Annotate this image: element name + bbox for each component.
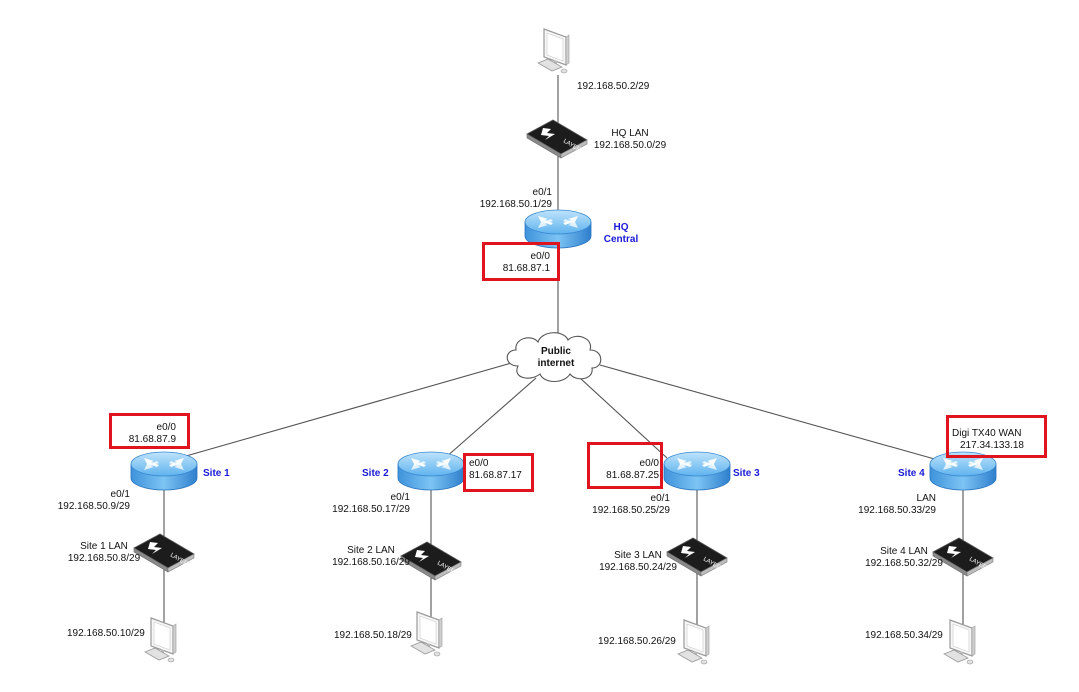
cloud-label-line2: internet bbox=[537, 358, 575, 369]
site2-wan-if: e0/0 bbox=[469, 458, 489, 469]
site1-lan-if: e0/1 bbox=[110, 489, 130, 500]
site2-switch-name: Site 2 LAN bbox=[347, 545, 395, 556]
site2-pc-ip: 192.168.50.18/29 bbox=[334, 630, 412, 641]
site2-lan-label: e0/1 192.168.50.17/29 bbox=[320, 492, 410, 516]
hq-pc-icon bbox=[537, 28, 570, 74]
hq-wan-highlight-box bbox=[482, 242, 560, 281]
site2-wan-label: e0/0 81.68.87.17 bbox=[469, 458, 522, 482]
site4-switch-name: Site 4 LAN bbox=[880, 546, 928, 557]
site1-wan-label: e0/0 81.68.87.9 bbox=[110, 422, 176, 446]
site1-switch-subnet: 192.168.50.8/29 bbox=[67, 553, 141, 564]
site1-router-icon bbox=[130, 451, 198, 491]
link-cloud-site1 bbox=[164, 361, 516, 463]
site2-router-icon bbox=[397, 451, 465, 491]
site2-wan-highlight-box bbox=[463, 453, 534, 492]
site2-pc-icon bbox=[410, 611, 443, 657]
hq-switch-subnet: 192.168.50.0/29 bbox=[593, 140, 667, 151]
cloud-label-line1: Public bbox=[540, 346, 571, 357]
site3-pc-icon bbox=[677, 619, 710, 665]
site1-switch-icon bbox=[133, 533, 195, 573]
site4-router-name: Site 4 bbox=[898, 468, 925, 479]
link-cloud-site4 bbox=[599, 364, 939, 461]
site1-switch-name: Site 1 LAN bbox=[80, 541, 128, 552]
site4-switch-subnet: 192.168.50.32/29 bbox=[865, 558, 943, 569]
cloud-label: Public internet bbox=[530, 346, 582, 370]
site4-wan-if: Digi TX40 WAN bbox=[952, 428, 1022, 439]
hq-router-name-line1: HQ bbox=[613, 222, 629, 233]
hq-router-wan-ip: 81.68.87.1 bbox=[502, 263, 550, 274]
hq-switch-label: HQ LAN 192.168.50.0/29 bbox=[590, 128, 670, 152]
hq-router-wan-if: e0/0 bbox=[530, 251, 550, 262]
site1-wan-if: e0/0 bbox=[156, 422, 176, 433]
site4-pc-icon bbox=[943, 619, 976, 665]
hq-router-lan-if: e0/1 bbox=[532, 187, 552, 198]
site1-wan-ip: 81.68.87.9 bbox=[128, 434, 176, 445]
hq-router-lan-label: e0/1 192.168.50.1/29 bbox=[474, 187, 552, 211]
site4-pc-ip: 192.168.50.34/29 bbox=[865, 630, 943, 641]
site3-lan-label: e0/1 192.168.50.25/29 bbox=[580, 493, 670, 517]
site4-wan-highlight-box bbox=[946, 415, 1047, 458]
site1-lan-label: e0/1 192.168.50.9/29 bbox=[40, 489, 130, 513]
link-cloud-site2 bbox=[444, 377, 537, 459]
site3-router-icon bbox=[663, 451, 731, 491]
site1-wan-highlight-box bbox=[109, 413, 190, 449]
hq-pc-ip: 192.168.50.2/29 bbox=[577, 81, 650, 92]
site3-wan-ip: 81.68.87.25 bbox=[606, 470, 659, 481]
site3-pc-ip: 192.168.50.26/29 bbox=[598, 636, 676, 647]
site2-switch-label: Site 2 LAN 192.168.50.16/29 bbox=[330, 545, 412, 569]
site3-wan-highlight-box bbox=[587, 442, 663, 489]
site1-pc-icon bbox=[144, 617, 177, 663]
hq-switch-icon bbox=[526, 119, 588, 159]
site2-switch-subnet: 192.168.50.16/29 bbox=[332, 557, 410, 568]
site2-router-name: Site 2 bbox=[362, 468, 389, 479]
site3-router-name: Site 3 bbox=[733, 468, 760, 479]
site2-wan-ip: 81.68.87.17 bbox=[469, 470, 522, 481]
site1-pc-ip: 192.168.50.10/29 bbox=[67, 628, 145, 639]
hq-router-wan-label: e0/0 81.68.87.1 bbox=[482, 251, 550, 275]
site3-switch-name: Site 3 LAN bbox=[614, 550, 662, 561]
site4-lan-if: LAN bbox=[916, 493, 936, 504]
hq-switch-name: HQ LAN bbox=[611, 128, 649, 139]
site3-lan-ip: 192.168.50.25/29 bbox=[592, 505, 670, 516]
site4-wan-label: Digi TX40 WAN 217.34.133.18 bbox=[952, 428, 1024, 452]
site4-lan-label: LAN 192.168.50.33/29 bbox=[846, 493, 936, 517]
site4-lan-ip: 192.168.50.33/29 bbox=[858, 505, 936, 516]
site3-lan-if: e0/1 bbox=[650, 493, 670, 504]
site3-wan-if: e0/0 bbox=[639, 458, 659, 469]
site4-switch-label: Site 4 LAN 192.168.50.32/29 bbox=[862, 546, 946, 570]
site3-switch-subnet: 192.168.50.24/29 bbox=[599, 562, 677, 573]
site1-lan-ip: 192.168.50.9/29 bbox=[57, 501, 130, 512]
site3-switch-label: Site 3 LAN 192.168.50.24/29 bbox=[596, 550, 680, 574]
site1-switch-label: Site 1 LAN 192.168.50.8/29 bbox=[66, 541, 142, 565]
site2-lan-if: e0/1 bbox=[390, 492, 410, 503]
site4-wan-ip: 217.34.133.18 bbox=[960, 440, 1024, 451]
site3-wan-label: e0/0 81.68.87.25 bbox=[590, 458, 659, 482]
site2-lan-ip: 192.168.50.17/29 bbox=[332, 504, 410, 515]
site1-router-name: Site 1 bbox=[203, 468, 230, 479]
hq-router-name-line2: Central bbox=[603, 234, 639, 245]
cloud-icon bbox=[506, 332, 602, 383]
hq-router-lan-ip: 192.168.50.1/29 bbox=[479, 199, 552, 210]
hq-router-name: HQ Central bbox=[596, 222, 646, 246]
